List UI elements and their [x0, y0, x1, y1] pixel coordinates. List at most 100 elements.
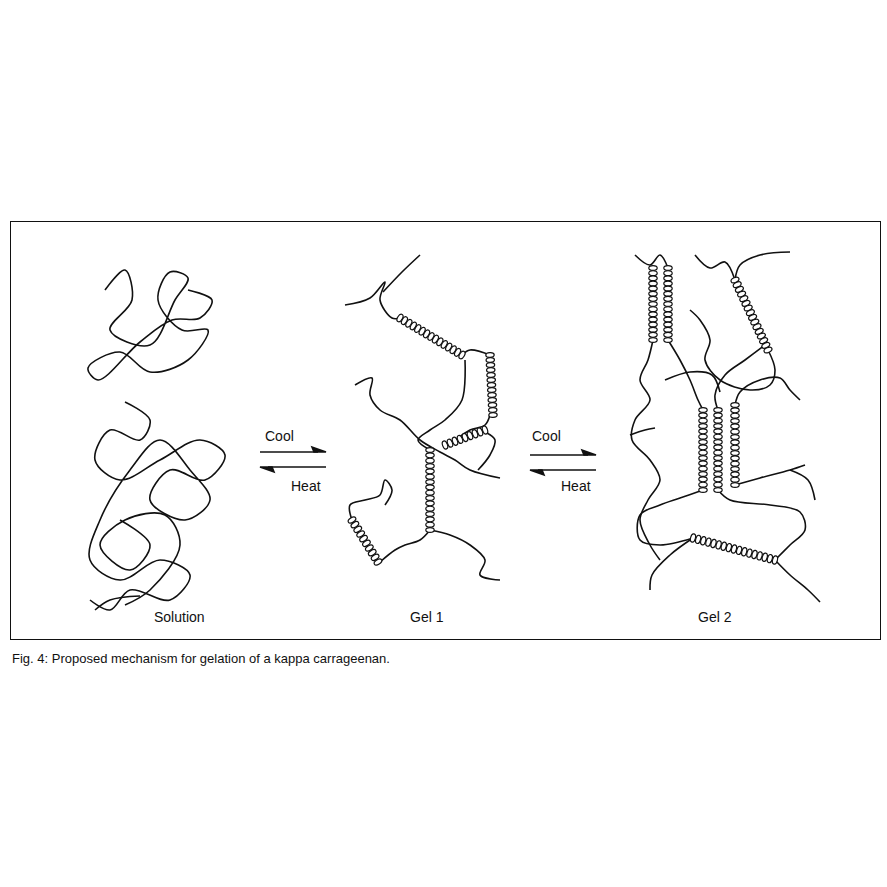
polymer-chain	[735, 377, 800, 405]
helix-turn	[731, 435, 739, 440]
helix-turn	[649, 281, 657, 286]
helix-turn	[488, 402, 497, 407]
helix-turn	[489, 412, 498, 417]
helix-turn	[664, 302, 672, 307]
helix-turn	[481, 425, 488, 435]
helix-turn	[664, 281, 672, 286]
polymer-chain	[637, 490, 703, 545]
helix-turn	[426, 464, 434, 469]
helix-turn	[426, 506, 434, 511]
helix-turn	[731, 419, 739, 424]
helix-turn	[699, 424, 707, 429]
helix-turn	[714, 429, 722, 434]
helix-turn	[649, 312, 657, 317]
polymer-chain	[690, 310, 775, 390]
polymer-chain	[380, 530, 430, 562]
helix-turn	[731, 467, 739, 472]
helix-turn	[664, 332, 672, 337]
helix-turn	[714, 456, 722, 461]
polymer-chains	[88, 252, 820, 610]
helix-turn	[699, 418, 707, 423]
helix-turn	[426, 485, 434, 490]
polymer-chain	[665, 372, 720, 392]
polymer-chain	[790, 470, 815, 500]
helix-turn	[714, 450, 722, 455]
helix-turn	[488, 407, 497, 412]
state-label: Gel 1	[409, 609, 444, 625]
polymer-chain	[100, 513, 180, 605]
helix-turn	[649, 302, 657, 307]
helix-turn	[731, 483, 739, 488]
process-label: Heat	[560, 478, 592, 494]
helix-turn	[731, 424, 739, 429]
polymer-chain	[349, 480, 392, 520]
helix-turn	[714, 440, 722, 445]
helix-turn	[486, 367, 495, 372]
helix-turn	[486, 362, 495, 367]
helix-turn	[649, 296, 657, 301]
helix-turn	[373, 558, 383, 567]
state-label: Gel 2	[697, 609, 732, 625]
helix-turn	[699, 408, 707, 413]
helix-turn	[699, 434, 707, 439]
helix-turn	[426, 512, 434, 517]
helix-turn	[649, 327, 657, 332]
helix-turn	[664, 322, 672, 327]
helix-turn	[426, 528, 434, 533]
polymer-chain	[88, 270, 212, 380]
helix-turn	[488, 397, 497, 402]
helix-turn	[426, 522, 434, 527]
helix-turn	[699, 440, 707, 445]
helix-turn	[699, 429, 707, 434]
helix-turn	[714, 445, 722, 450]
process-label: Heat	[290, 478, 322, 494]
helix-turn	[731, 413, 739, 418]
helix-turn	[649, 286, 657, 291]
helix-turn	[486, 352, 495, 357]
helix-turn	[714, 466, 722, 471]
helix-turn	[486, 357, 495, 362]
helix-turn	[699, 456, 707, 461]
helix-turn	[649, 317, 657, 322]
helix-turn	[426, 517, 434, 522]
helix-turn	[699, 488, 707, 493]
state-label: Solution	[153, 609, 206, 625]
helix-turn	[699, 461, 707, 466]
polymer-chain	[735, 252, 790, 280]
helix-turn	[699, 413, 707, 418]
helix-turn	[664, 296, 672, 301]
polymer-chain	[718, 490, 805, 560]
equilibrium-arrows	[260, 447, 596, 475]
polymer-chain	[345, 282, 400, 319]
helix-turn	[649, 291, 657, 296]
helix-turn	[426, 453, 434, 458]
helix-turn	[426, 480, 434, 485]
helix-turn	[664, 266, 672, 271]
helix-turn	[714, 472, 722, 477]
process-label: Cool	[531, 428, 562, 444]
helix-turn	[731, 477, 739, 482]
helix-turn	[699, 472, 707, 477]
helix-turn	[426, 474, 434, 479]
helix-turn	[714, 434, 722, 439]
helix-turn	[487, 377, 496, 382]
helix-turn	[714, 418, 722, 423]
helix-turn	[714, 482, 722, 487]
helix-turn	[772, 555, 779, 564]
polymer-chain	[630, 428, 655, 435]
helix-turn	[731, 429, 739, 434]
polymer-chain	[383, 255, 420, 292]
polymer-chain	[735, 465, 805, 485]
helix-turn	[714, 477, 722, 482]
helices	[347, 266, 778, 567]
helix-turn	[664, 276, 672, 281]
helix-turn	[731, 440, 739, 445]
helix-turn	[731, 403, 739, 408]
polymer-chain	[668, 340, 703, 410]
helix-turn	[763, 346, 773, 354]
helix-turn	[699, 477, 707, 482]
helix-turn	[487, 382, 496, 387]
polymer-chain	[355, 378, 500, 478]
helix-turn	[488, 392, 497, 397]
helix-turn	[714, 488, 722, 493]
